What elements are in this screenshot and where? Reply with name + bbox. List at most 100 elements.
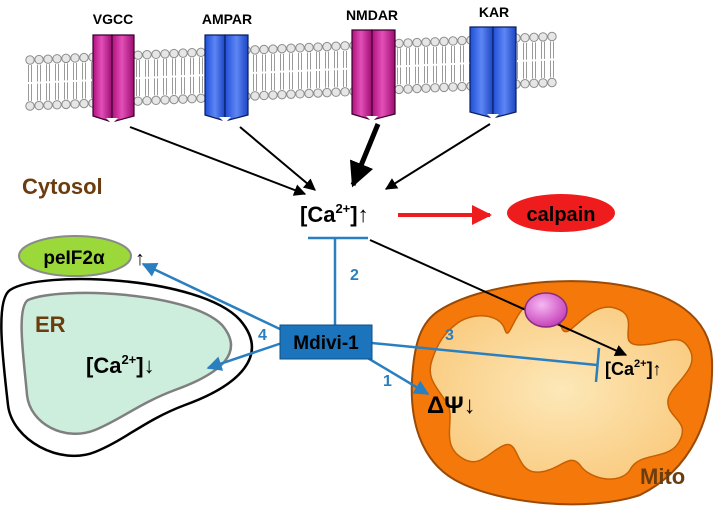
lipid-head <box>538 78 548 88</box>
lipid-head <box>52 54 62 64</box>
lipid-head <box>151 49 161 60</box>
ampar-channel <box>204 34 249 123</box>
lipid-head <box>448 82 458 92</box>
edge-label-4: 4 <box>258 327 267 344</box>
mdivi-to-delta-psi-arrow <box>365 355 430 396</box>
lipid-head <box>547 77 557 88</box>
lipid-head <box>61 53 71 64</box>
mdivi-inhibits-mito-ca-bar <box>594 347 601 383</box>
lipid-head <box>313 88 323 98</box>
lipid-head <box>313 42 323 52</box>
lipid-head <box>286 43 296 53</box>
lipid-head <box>529 32 539 43</box>
lipid-head <box>259 90 269 101</box>
lipid-head <box>439 82 449 93</box>
lipid-head <box>34 100 44 111</box>
lipid-head <box>268 44 278 54</box>
ca-to-mito-arrow <box>369 239 628 357</box>
vgcc-to-ca-arrow <box>129 126 307 196</box>
ampar-label: AMPAR <box>202 11 252 27</box>
kar-channel <box>469 26 517 120</box>
mito-ca-base: [Ca <box>605 359 635 379</box>
lipid-head <box>142 50 152 60</box>
lipid-head <box>529 78 539 89</box>
lipid-head <box>43 100 53 110</box>
lipid-head <box>538 32 548 42</box>
lipid-head <box>412 83 422 94</box>
plasma-membrane <box>25 31 557 111</box>
lipid-head <box>331 41 341 51</box>
lipid-head <box>457 35 467 46</box>
er-lumen <box>20 291 233 435</box>
lipid-head <box>259 44 269 55</box>
lipid-head <box>79 52 89 63</box>
lipid-head <box>430 83 440 93</box>
lipid-head <box>421 37 431 47</box>
er-ca-node: [Ca2+]↓ <box>86 352 155 378</box>
cytosol-label: Cytosol <box>22 174 103 199</box>
mdivi-to-peif2a-arrow <box>141 262 283 332</box>
ca-superscript: 2+ <box>335 201 350 216</box>
edge-label-3: 3 <box>445 327 454 344</box>
lipid-head <box>169 48 179 59</box>
lipid-head <box>394 38 404 49</box>
lipid-head <box>133 96 143 106</box>
ca-base: [Ca <box>300 202 336 227</box>
peif2a-node <box>18 235 132 277</box>
lipid-head <box>151 95 161 106</box>
lipid-head <box>196 47 206 58</box>
lipid-head <box>70 99 80 109</box>
lipid-head <box>250 91 260 101</box>
lipid-head <box>547 31 557 42</box>
calpain-label: calpain <box>527 204 596 226</box>
nmdar-channel <box>351 29 396 122</box>
lipid-head <box>421 83 431 93</box>
lipid-head <box>403 38 413 48</box>
lipid-head <box>403 84 413 94</box>
mito-calcium-uniporter <box>524 292 568 328</box>
lipid-head <box>142 96 152 106</box>
kar-label: KAR <box>479 4 509 20</box>
peif2a-label: peIF2α <box>43 248 105 269</box>
lipid-head <box>457 81 467 92</box>
mito-label: Mito <box>640 464 685 489</box>
lipid-head <box>304 88 314 99</box>
lipid-head <box>133 50 143 60</box>
lipid-head <box>322 41 332 52</box>
lipid-head <box>187 94 197 104</box>
mito-ca-node: [Ca2+]↑ <box>605 358 662 379</box>
lipid-head <box>340 41 350 51</box>
lipid-head <box>412 37 422 48</box>
lipid-head <box>331 87 341 97</box>
vgcc-label: VGCC <box>93 11 133 27</box>
lipid-head <box>169 94 179 105</box>
lipid-head <box>187 48 197 58</box>
cytosolic-ca-node: [Ca2+]↑ <box>300 201 369 227</box>
membrane-potential-node: ΔΨ↓ <box>427 392 476 419</box>
lipid-head <box>160 95 170 105</box>
edge-label-1: 1 <box>383 373 392 390</box>
lipid-head <box>25 55 35 65</box>
lipid-head <box>178 94 188 104</box>
er-ca-tail: ]↓ <box>136 353 154 378</box>
lipid-head <box>250 45 260 55</box>
lipid-head <box>277 89 287 100</box>
mdivi-inhibits-mito-ca-line <box>371 341 598 367</box>
lipid-head <box>43 54 53 64</box>
edge-label-2: 2 <box>350 267 359 284</box>
mito-ca-tail: ]↑ <box>647 359 662 379</box>
lipid-head <box>295 89 305 99</box>
lipid-head <box>178 48 188 58</box>
lipid-head <box>160 49 170 59</box>
mdivi-label: Mdivi-1 <box>293 333 359 354</box>
mito-ca-superscript: 2+ <box>634 358 647 370</box>
kar-to-ca-arrow <box>384 123 491 190</box>
er-label: ER <box>35 312 66 337</box>
lipid-head <box>394 84 404 95</box>
er-ca-superscript: 2+ <box>121 352 136 367</box>
lipid-head <box>52 100 62 110</box>
lipid-head <box>286 89 296 99</box>
vgcc-channel <box>92 34 135 124</box>
lipid-head <box>70 53 80 63</box>
lipid-head <box>520 33 530 43</box>
